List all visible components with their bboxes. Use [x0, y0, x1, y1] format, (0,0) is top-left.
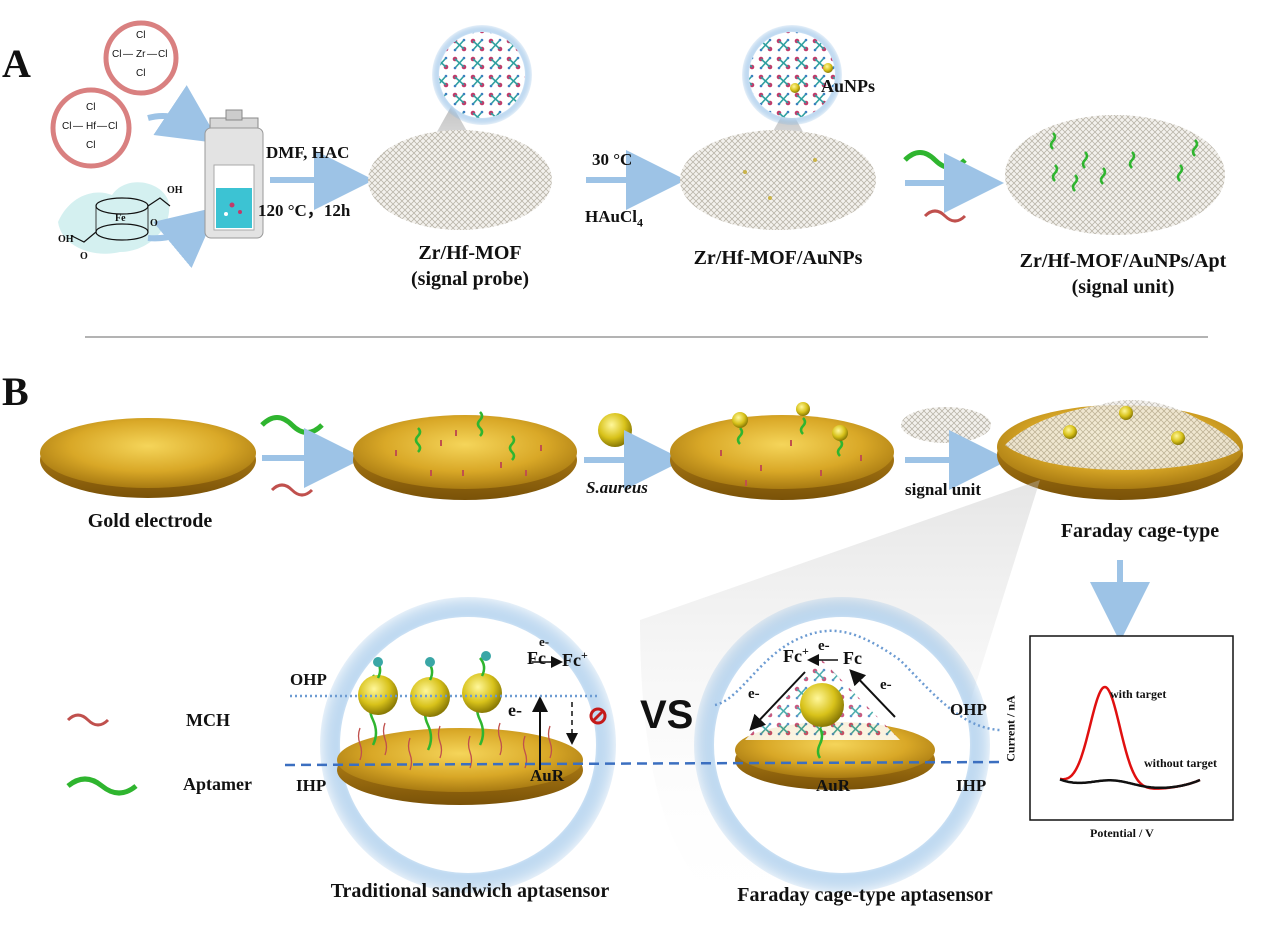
condition-reagent: HAuCl4 [585, 207, 643, 230]
aunps-label: AuNPs [821, 76, 876, 96]
zrcl4-ring [103, 20, 179, 96]
oh-left-label: OH [58, 234, 74, 245]
caption-signal-unit: Zr/Hf-MOF/AuNPs/Apt(signal unit) [1019, 250, 1227, 298]
faraday-cage-electrode [997, 400, 1243, 500]
label-s-aureus: S.aureus [586, 478, 648, 497]
autoclave-reactor [204, 109, 264, 239]
legend-mch-icon [66, 713, 110, 727]
label-faraday-cage: Faraday cage-type [1060, 520, 1220, 542]
ihp-label-right: IHP [956, 776, 987, 795]
caption-faraday: Faraday cage-type aptasensor [737, 884, 993, 906]
bacteria-captured-electrode [670, 402, 894, 500]
electron-label-right-b: e- [880, 677, 892, 693]
label-signal-unit: signal unit [905, 480, 982, 499]
electron-label-left: e- [508, 700, 522, 720]
panel-b-letter: B [2, 369, 29, 414]
signal-unit-disc [1005, 115, 1225, 235]
label-gold-electrode: Gold electrode [87, 510, 213, 532]
fc-label-left: Fc [527, 648, 546, 668]
o-left-label: O [80, 251, 88, 262]
fe-label: Fe [115, 213, 126, 224]
zrcl4-structure: Cl Cl — Zr — Cl Cl [112, 30, 168, 79]
panel-a-letter: A [2, 41, 31, 86]
ohp-line-right [714, 629, 1001, 732]
ohp-label-right: OHP [950, 700, 987, 719]
mof-aunps-disc [680, 25, 876, 230]
hfcl4-structure: Cl Cl — Hf — Cl Cl [62, 102, 118, 151]
aptamer-modified-electrode [353, 411, 577, 500]
condition-temp-time: 120 °C，12h [258, 201, 351, 220]
mch-strand-a [923, 209, 967, 223]
fc-plus-label-left: Fc+ [562, 648, 588, 670]
aur-label-left: AuR [530, 766, 565, 785]
caption-mof-aunps: Zr/Hf-MOF/AuNPs [693, 247, 863, 269]
electron-label-left-top: e- [539, 634, 550, 649]
ohp-label-left: OHP [290, 670, 327, 689]
x-axis-label: Potential / V [1090, 826, 1154, 840]
gold-electrode-disc [40, 418, 256, 498]
caption-signal-probe: Zr/Hf-MOF(signal probe) [411, 242, 529, 290]
voltammogram-plot [1029, 635, 1234, 821]
signal-unit-thumbnail [901, 407, 991, 443]
electron-label-right-a: e- [748, 686, 760, 702]
mch-strand-b [270, 483, 314, 497]
aptamer-strand-b [260, 415, 324, 435]
y-axis-label: Current / nA [1003, 695, 1018, 762]
legend-mch-label: MCH [186, 710, 230, 730]
prohibited-icon [589, 707, 607, 725]
aur-label-right: AuR [816, 776, 851, 795]
ferrocene-dicarboxylic-acid [58, 182, 171, 254]
legend-without-target: without target [1144, 756, 1217, 770]
plot-frame [1029, 635, 1234, 821]
aptamer-strand-a [903, 150, 967, 170]
legend-aptamer-label: Aptamer [183, 774, 252, 794]
ihp-label-left: IHP [296, 776, 327, 795]
caption-traditional: Traditional sandwich aptasensor [330, 880, 610, 902]
faraday-cage-zoom [694, 597, 990, 893]
curved-arrow-1 [147, 85, 220, 144]
fc-plus-label-right: Fc+ [783, 644, 809, 666]
electron-label-right-top: e- [818, 638, 830, 654]
curved-arrow-2 [147, 206, 219, 269]
oh-right-label: OH [167, 185, 183, 196]
fc-label-right: Fc [843, 648, 862, 668]
vs-label: VS [640, 693, 694, 737]
traditional-sandwich-zoom [320, 597, 616, 893]
mof-disc [368, 25, 552, 230]
hfcl4-ring [50, 87, 132, 169]
legend-aptamer-icon [66, 776, 138, 796]
condition-temp2: 30 °C [592, 150, 633, 169]
ihp-line [284, 760, 1006, 767]
legend-with-target: with target [1110, 687, 1167, 701]
condition-solvent: DMF, HAC [266, 143, 350, 162]
o-right-label: O [150, 218, 158, 229]
s-aureus-cell [598, 413, 632, 447]
curve-without-target [1059, 778, 1201, 790]
